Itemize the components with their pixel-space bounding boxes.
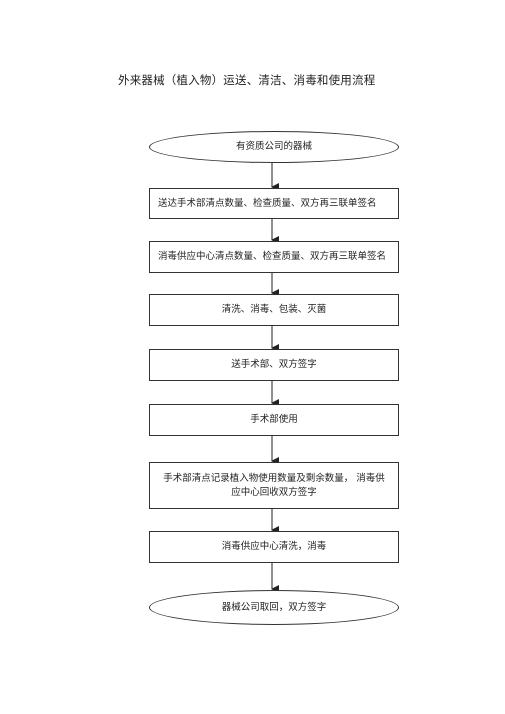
flow-step-2: 消毒供应中心清点数量、检查质量、双方再三联单签名 — [149, 241, 399, 273]
flow-step-1: 送达手术部清点数量、检查质量、双方再三联单签名 — [149, 188, 399, 219]
flow-start-label: 有资质公司的器械 — [235, 141, 312, 152]
flow-step-7-label: 消毒供应中心清洗，消毒 — [221, 541, 327, 552]
flow-end-node: 器械公司取回，双方签字 — [149, 590, 399, 625]
flow-step-6: 手术部清点记录植入物使用数量及剩余数量， 消毒供应中心回收双方签字 — [149, 462, 399, 509]
flow-end-label: 器械公司取回，双方签字 — [221, 601, 327, 613]
flow-step-6-label: 手术部清点记录植入物使用数量及剩余数量， 消毒供应中心回收双方签字 — [163, 472, 385, 498]
flow-step-5: 手术部使用 — [149, 404, 399, 436]
flow-step-3-label: 清洗、消毒、包装、灭菌 — [221, 304, 327, 315]
flow-step-7: 消毒供应中心清洗，消毒 — [149, 531, 399, 563]
flow-step-4: 送手术部、双方签字 — [149, 349, 399, 381]
flow-step-5-label: 手术部使用 — [250, 414, 298, 425]
flow-step-2-label: 消毒供应中心清点数量、检查质量、双方再三联单签名 — [158, 251, 387, 262]
page-title: 外来器械（植入物）运送、清洁、消毒和使用流程 — [118, 73, 376, 87]
flow-step-4-label: 送手术部、双方签字 — [231, 359, 317, 370]
flow-step-1-label: 送达手术部清点数量、检查质量、双方再三联单签名 — [158, 197, 377, 209]
flow-start-node: 有资质公司的器械 — [149, 131, 399, 163]
flow-step-3: 清洗、消毒、包装、灭菌 — [149, 294, 399, 326]
